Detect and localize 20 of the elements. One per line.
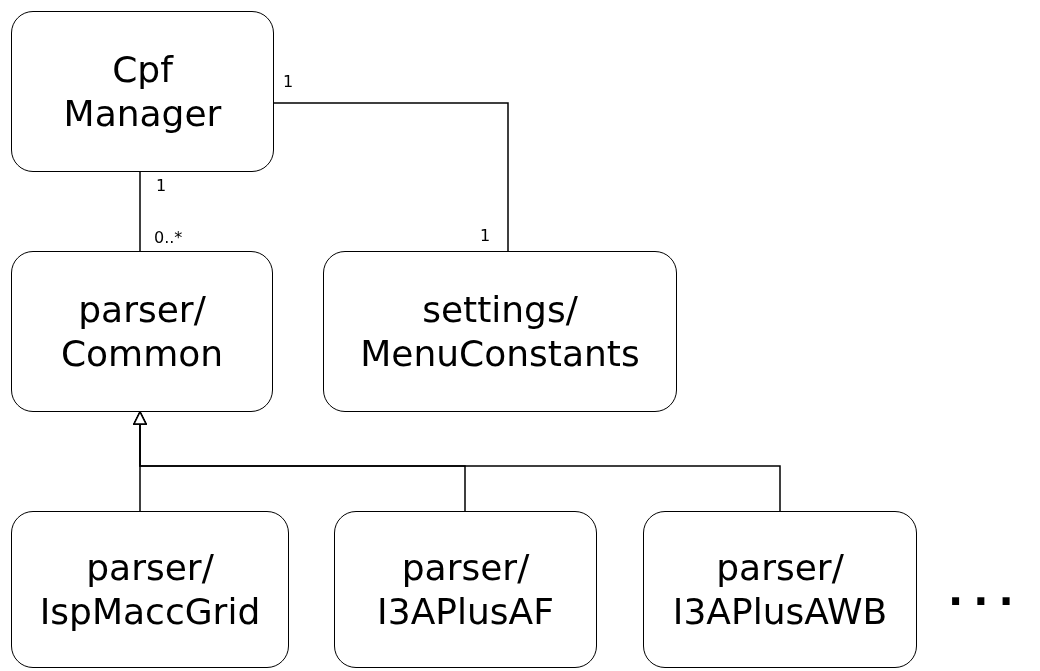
association-line bbox=[273, 102, 509, 252]
class-name: parser/ I3APlusAWB bbox=[671, 546, 889, 633]
class-name: parser/ I3APlusAF bbox=[376, 546, 555, 633]
class-name: parser/ IspMaccGrid bbox=[38, 546, 262, 633]
association-line bbox=[139, 171, 141, 252]
class-name: parser/ Common bbox=[59, 288, 225, 375]
class-box bbox=[11, 251, 273, 412]
multiplicity-label: 1 bbox=[156, 176, 167, 195]
class-box bbox=[334, 511, 597, 668]
class-box bbox=[11, 511, 289, 668]
multiplicity-label: 1 bbox=[480, 226, 491, 245]
class-box bbox=[11, 11, 274, 172]
class-name: Cpf Manager bbox=[62, 48, 223, 135]
class-box bbox=[643, 511, 917, 668]
multiplicity-label: 1 bbox=[283, 72, 294, 91]
ellipsis: ... bbox=[948, 568, 1024, 614]
class-name: settings/ MenuConstants bbox=[359, 288, 641, 375]
multiplicity-label: 0..* bbox=[154, 228, 183, 247]
class-box bbox=[323, 251, 677, 412]
inheritance-arrow bbox=[133, 411, 781, 512]
